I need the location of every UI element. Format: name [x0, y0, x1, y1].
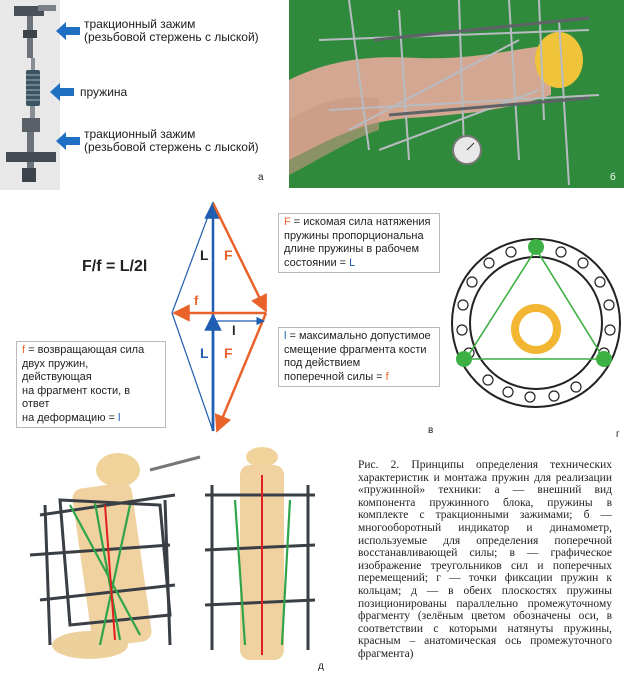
panel-v: F/f = L/2l L F L F f l F = искомая сила …: [0, 195, 440, 440]
legend-line: l = максимально допустимое: [284, 330, 434, 344]
label-line: (резьбовой стержень с лыской): [84, 30, 259, 44]
label-clamp-top: тракционный зажим (резьбовой стержень с …: [84, 18, 259, 44]
legend-text: = искомая сила натяжения: [290, 216, 431, 228]
legend-line: F = искомая сила натяжения: [284, 216, 434, 230]
legend-symbol: L: [349, 256, 356, 269]
panel-letter-v: в: [428, 425, 434, 436]
legend-line: поперечной силы = f: [284, 371, 434, 385]
label-line: (резьбовой стержень с лыской): [84, 140, 259, 154]
spring-frame-photos: [29, 447, 316, 660]
force-triangle-diagram: [171, 201, 268, 433]
legend-box-l: l = максимально допустимое смещение фраг…: [278, 327, 440, 387]
legend-line: на деформацию = l: [22, 412, 160, 426]
legend-text: смещение фрагмента кости: [284, 343, 427, 356]
spring-assembly-photo: [0, 0, 60, 190]
panel-letter-a: а: [258, 172, 264, 183]
indicator-photo: [289, 0, 624, 188]
panel-letter-d: д: [318, 661, 324, 672]
sym-f: f: [194, 293, 199, 308]
figure-caption: Рис. 2. Принципы определения технических…: [358, 459, 612, 660]
legend-line: состоянии = L: [284, 257, 434, 271]
panel-letter-b: б: [610, 172, 616, 183]
legend-symbol: f: [22, 344, 26, 356]
panel-g: г: [448, 225, 624, 440]
legend-text: = возвращающая сила: [25, 344, 145, 356]
sym-F-bottom: F: [224, 345, 233, 361]
panel-letter-g: г: [616, 429, 620, 440]
legend-box-F: F = искомая сила натяжения пружины пропо…: [278, 213, 440, 273]
legend-symbol: l: [284, 330, 287, 342]
panel-d: д: [0, 445, 335, 675]
legend-line: f = возвращающая сила: [22, 344, 160, 358]
arrow-icon: [56, 22, 80, 40]
sym-l: l: [232, 323, 236, 338]
sym-F-top: F: [224, 247, 233, 263]
legend-symbol: f: [385, 370, 389, 383]
legend-symbol: F: [284, 216, 291, 228]
sym-L-top: L: [200, 247, 209, 263]
label-line: тракционный зажим: [84, 17, 196, 31]
label-line: тракционный зажим: [84, 127, 196, 141]
legend-text: пружины пропорциональна: [284, 229, 424, 242]
legend-text: под действием: [284, 357, 361, 369]
legend-text: двух пружин, действующая: [22, 357, 92, 384]
label-spring: пружина: [80, 85, 128, 99]
panel-b: б: [289, 0, 624, 188]
legend-symbol: l: [117, 411, 121, 424]
legend-text: на деформацию =: [22, 411, 118, 424]
panel-a: тракционный зажим (резьбовой стержень с …: [0, 0, 270, 190]
legend-text: состоянии =: [284, 256, 350, 269]
label-clamp-bottom: тракционный зажим (резьбовой стержень с …: [84, 128, 259, 154]
ring-fixation-diagram: [451, 238, 621, 408]
legend-text: длине пружины в рабочем: [284, 243, 420, 255]
legend-text: поперечной силы =: [284, 370, 386, 383]
legend-text: = максимально допустимое: [286, 330, 431, 342]
arrow-icon: [50, 83, 74, 101]
legend-box-f: f = возвращающая сила двух пружин, дейст…: [16, 341, 166, 428]
legend-text: на фрагмент кости, в ответ: [22, 384, 131, 411]
sym-L-bottom: L: [200, 345, 209, 361]
arrow-icon: [56, 132, 80, 150]
formula: F/f = L/2l: [82, 258, 148, 275]
